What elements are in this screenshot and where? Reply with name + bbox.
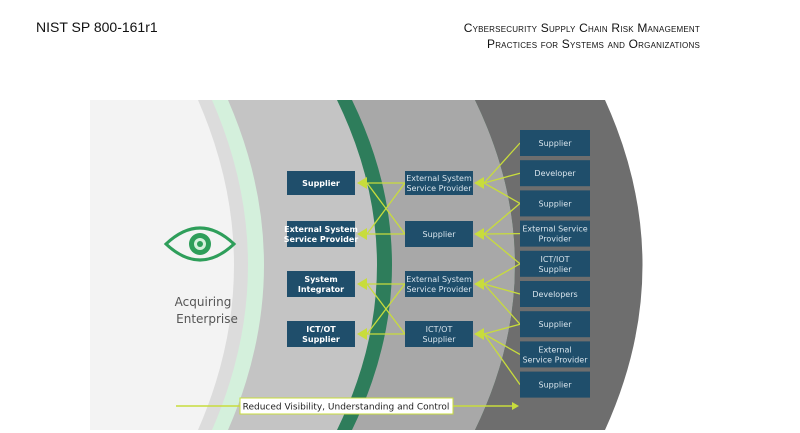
enterprise-area	[90, 100, 234, 430]
tier2-box-1-bg	[405, 171, 473, 195]
tier3-box-7: Supplier	[520, 311, 590, 338]
connector-hub	[474, 228, 484, 240]
connector-lines	[357, 142, 521, 385]
tier2-box-1-label: Service Provider	[406, 184, 472, 193]
tier2-box-3-label: Service Provider	[406, 285, 472, 294]
tier2-box-4-bg	[405, 321, 473, 347]
tier2-box-2-bg	[405, 221, 473, 247]
document-title-line1: Cybersecurity Supply Chain Risk Manageme…	[463, 21, 700, 35]
ring-light-green	[210, 100, 264, 430]
tier2-box-4-label: Supplier	[423, 335, 457, 344]
visibility-arrow: Reduced Visibility, Understanding and Co…	[176, 397, 519, 415]
tier3-box-7-bg	[520, 311, 590, 338]
tier1-box-3-label: Integrator	[298, 285, 344, 294]
tier2-box-3-bg	[405, 271, 473, 297]
document-title-line2: Practices for Systems and Organizations	[486, 37, 700, 51]
connector-line-16	[483, 283, 521, 295]
tier3-box-3-label: Supplier	[539, 199, 573, 208]
tier3-box-2: Developer	[520, 160, 590, 187]
connector-line-17	[483, 283, 521, 325]
tier3-box-8-bg	[520, 341, 590, 368]
tier3-box-6: Developers	[520, 281, 590, 307]
connector-hub	[357, 177, 367, 189]
tier1-box-2-bg	[287, 221, 355, 247]
tier1-box-4-bg	[287, 321, 355, 347]
arrow-head	[512, 402, 519, 410]
connector-line-7	[366, 283, 406, 335]
tier3-box-8-label: Service Provider	[522, 355, 588, 364]
tier2-box-3-label: External System	[406, 275, 472, 284]
tier3-box-3-bg	[520, 190, 590, 217]
tier3-box-2-label: Developer	[534, 169, 576, 178]
tier3-box-6-bg	[520, 281, 590, 307]
tier3-box-9: Supplier	[520, 371, 590, 398]
tier1-box-2-label: External System	[284, 225, 358, 234]
tier3-box-1: Supplier	[520, 130, 590, 156]
enterprise-label-line1: Acquiring	[175, 295, 232, 309]
connector-line-15	[483, 263, 521, 285]
arrow-label: Reduced Visibility, Understanding and Co…	[243, 403, 450, 413]
tier2-box-4-label: ICT/OT	[426, 325, 453, 334]
tier1-box-3-bg	[287, 271, 355, 297]
tier1-box-3-label: System	[304, 275, 337, 284]
tier3-box-9-bg	[520, 371, 590, 398]
tier1-box-2-label: Service Provider	[284, 235, 358, 244]
tier1-box-1-label: Supplier	[302, 179, 340, 188]
connector-hub	[474, 328, 484, 340]
enterprise-label-line2: Enterprise	[176, 312, 238, 326]
tier3-box-8-label: External	[538, 345, 571, 354]
tier1-box-4-label: ICT/OT	[306, 325, 336, 334]
connector-line-19	[483, 333, 521, 355]
tier2-box-2-label: Supplier	[423, 230, 457, 239]
tier2-box-2: Supplier	[405, 221, 473, 247]
tier3-box-7-label: Supplier	[539, 320, 573, 329]
connector-hub	[474, 177, 484, 189]
connector-line-10	[483, 172, 521, 184]
connector-line-14	[483, 233, 521, 265]
connector-line-9	[483, 142, 521, 184]
tier1-box-4-label: Supplier	[302, 335, 340, 344]
connector-hub	[474, 278, 484, 290]
connector-hub	[357, 328, 367, 340]
connector-hub	[357, 228, 367, 240]
connector-line-18	[483, 323, 521, 335]
document-id: NIST SP 800-161r1	[36, 19, 158, 35]
tier3-box-6-label: Developers	[532, 290, 577, 299]
connector-line-20	[483, 333, 521, 385]
tier1-box-1-bg	[287, 171, 355, 195]
connector-line-3	[366, 182, 406, 235]
tier3-box-4-label: External Service	[522, 225, 587, 234]
tier3-box-5-bg	[520, 250, 590, 277]
tier3-box-5-label: Supplier	[539, 265, 573, 274]
tier3-box-4-label: Provider	[539, 235, 573, 244]
tier3-box-9-label: Supplier	[539, 381, 573, 390]
eye-icon	[163, 226, 237, 262]
connector-hub	[357, 278, 367, 290]
tier3-box-1-bg	[520, 130, 590, 156]
document-title: Cybersecurity Supply Chain Risk Manageme…	[464, 20, 700, 52]
connector-line-12	[483, 202, 521, 235]
arrow-label-box	[239, 397, 454, 415]
tier3-box-3: Supplier	[520, 190, 590, 217]
tier3-box-1-label: Supplier	[539, 139, 573, 148]
tier2-box-1-label: External System	[406, 174, 472, 183]
tier3-box-4-bg	[520, 220, 590, 247]
tier3-box-2-bg	[520, 160, 590, 187]
connector-line-11	[483, 182, 521, 204]
tier3-box-5-label: ICT/IOT	[540, 255, 569, 264]
tier1-box-1: Supplier	[287, 171, 355, 195]
